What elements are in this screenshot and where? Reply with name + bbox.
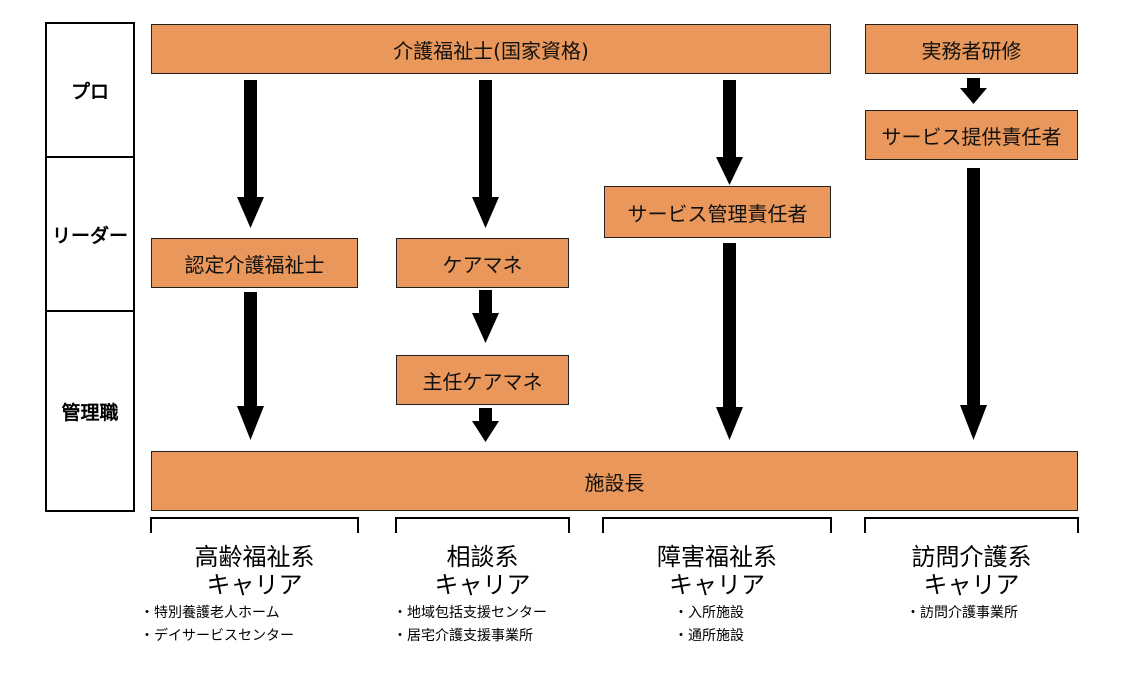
career-item: ・訪問介護事業所 bbox=[906, 605, 1018, 621]
arrow-down bbox=[960, 168, 987, 440]
career-title-line: 相談系 bbox=[446, 543, 519, 571]
level-label-manager: 管理職 bbox=[61, 401, 119, 424]
career-bracket bbox=[150, 517, 359, 533]
box-care-manager: ケアマネ bbox=[396, 238, 569, 288]
arrow-down bbox=[472, 290, 499, 343]
arrow-down bbox=[237, 80, 264, 228]
career-title-line: キャリア bbox=[669, 571, 765, 599]
career-items-consultation: ・地域包括支援センター ・居宅介護支援事業所 bbox=[393, 602, 603, 648]
box-facility-director: 施設長 bbox=[151, 451, 1078, 511]
level-label-leader: リーダー bbox=[51, 224, 128, 247]
career-title-home-care: 訪問介護系 キャリア bbox=[865, 543, 1078, 599]
career-bracket bbox=[395, 517, 570, 533]
career-title-consultation: 相談系 キャリア bbox=[396, 543, 569, 599]
career-title-line: キャリア bbox=[206, 571, 303, 599]
box-service-management-manager: サービス管理責任者 bbox=[604, 186, 831, 238]
career-item: ・特別養護老人ホーム bbox=[140, 605, 280, 621]
career-title-elderly: 高齢福祉系 キャリア bbox=[151, 543, 358, 599]
career-item: ・デイサービスセンター bbox=[140, 628, 294, 644]
arrow-down bbox=[716, 80, 743, 185]
box-chief-care-manager: 主任ケアマネ bbox=[396, 355, 569, 405]
career-title-line: キャリア bbox=[434, 571, 531, 599]
career-items-disability: ・入所施設 ・通所施設 bbox=[674, 602, 794, 648]
career-bracket bbox=[864, 517, 1079, 533]
box-practitioner-training: 実務者研修 bbox=[865, 24, 1078, 74]
box-certified-care-worker: 認定介護福祉士 bbox=[151, 238, 358, 288]
career-bracket bbox=[602, 517, 832, 533]
level-label-pro: プロ bbox=[70, 80, 109, 103]
box-service-provision-manager: サービス提供責任者 bbox=[865, 110, 1078, 160]
arrow-down bbox=[472, 80, 499, 228]
career-title-line: キャリア bbox=[923, 571, 1020, 599]
career-item: ・地域包括支援センター bbox=[393, 605, 547, 621]
career-item: ・入所施設 bbox=[674, 605, 744, 621]
career-title-line: 訪問介護系 bbox=[911, 543, 1032, 571]
level-divider bbox=[47, 156, 133, 158]
arrow-down bbox=[716, 243, 743, 440]
arrow-down bbox=[237, 292, 264, 440]
arrow-down bbox=[960, 78, 987, 104]
career-item: ・居宅介護支援事業所 bbox=[393, 628, 533, 644]
box-care-worker: 介護福祉士(国家資格) bbox=[151, 24, 831, 74]
level-column: プロ リーダー 管理職 bbox=[45, 22, 135, 512]
career-items-elderly: ・特別養護老人ホーム ・デイサービスセンター bbox=[140, 602, 370, 648]
arrow-down bbox=[472, 408, 499, 442]
career-title-disability: 障害福祉系 キャリア bbox=[603, 543, 831, 599]
career-item: ・通所施設 bbox=[674, 628, 744, 644]
level-divider bbox=[47, 310, 133, 312]
career-title-line: 高齢福祉系 bbox=[194, 543, 315, 571]
career-items-home-care: ・訪問介護事業所 bbox=[906, 602, 1056, 625]
career-title-line: 障害福祉系 bbox=[657, 543, 777, 571]
